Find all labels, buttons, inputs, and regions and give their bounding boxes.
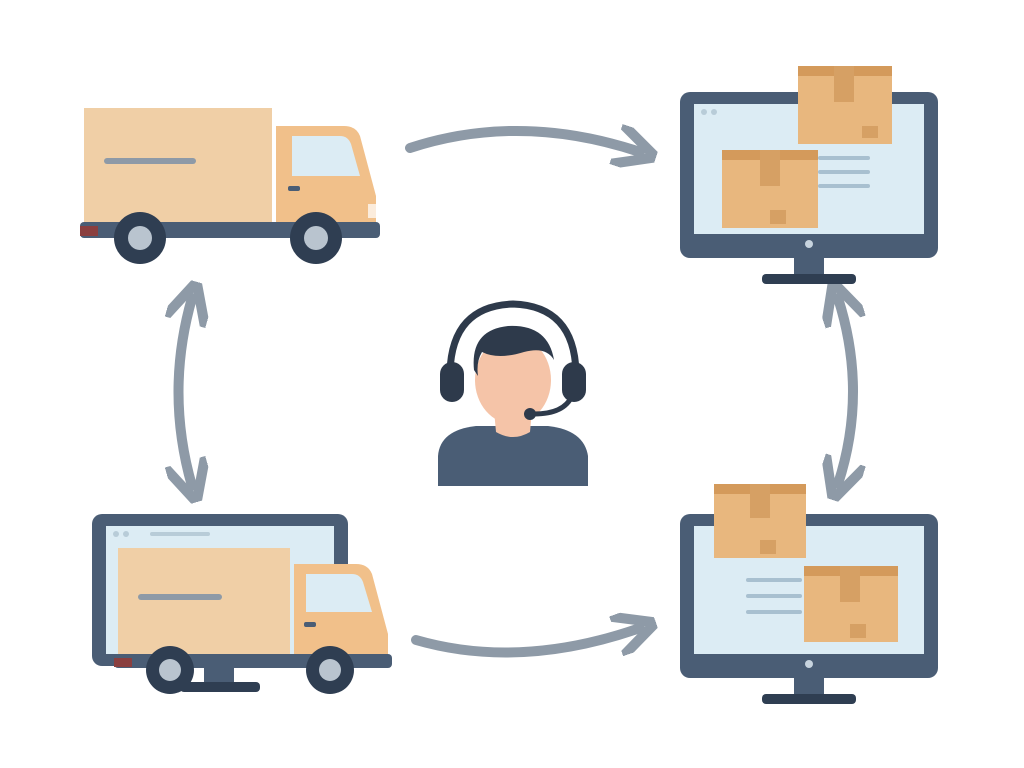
- arrow-bottom-monitors: [411, 628, 640, 658]
- parcel-box-icon: [722, 150, 818, 228]
- headset-agent-icon: [438, 300, 588, 486]
- monitor-with-truck-icon: [92, 514, 392, 694]
- arrow-right-bidirectional: [838, 298, 853, 484]
- monitor-with-parcels-icon: [680, 66, 938, 284]
- delivery-truck-icon: [80, 108, 380, 264]
- arrow-left-bidirectional: [179, 298, 193, 486]
- parcel-box-icon: [798, 66, 892, 144]
- arrow-truck-to-top-monitor: [405, 131, 640, 152]
- parcel-box-icon: [714, 484, 806, 558]
- parcel-box-icon: [804, 566, 898, 642]
- monitor-with-parcels-icon: [680, 484, 938, 704]
